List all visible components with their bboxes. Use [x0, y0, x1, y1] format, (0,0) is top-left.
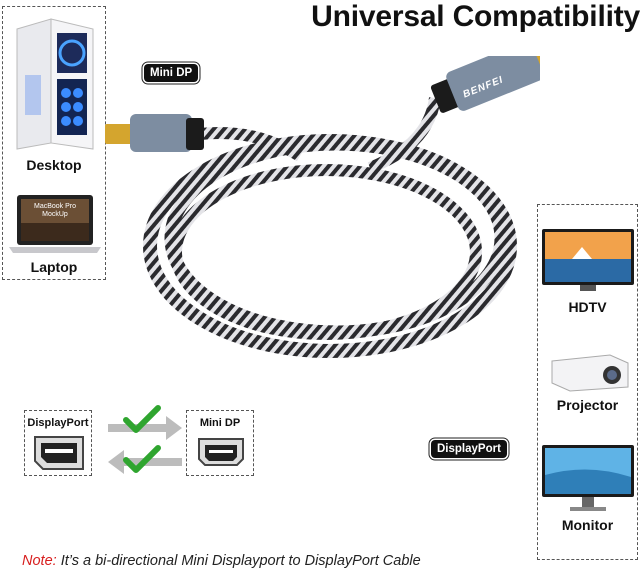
displayport-port-box: DisplayPort: [24, 410, 92, 476]
displayport-tag: DisplayPort: [431, 440, 507, 458]
device-label-monitor: Monitor: [561, 517, 614, 533]
note-body: It’s a bi-directional Mini Displayport t…: [56, 553, 421, 569]
port-label-displayport: DisplayPort: [27, 417, 89, 429]
projector-icon: [551, 354, 629, 392]
note-prefix: Note:: [22, 553, 57, 569]
device-label-hdtv: HDTV: [568, 299, 607, 315]
page-title: Universal Compatibility: [311, 0, 640, 33]
check-icon-bottom: [123, 445, 161, 473]
hdtv-icon: [542, 229, 634, 291]
cable-illustration: [105, 56, 540, 358]
note-text: Note: It’s a bi-directional Mini Display…: [22, 553, 421, 569]
laptop-screen-text: MacBook Pro MockUp: [33, 203, 77, 218]
mini-dp-port-icon: [198, 438, 244, 466]
check-icon-top: [123, 405, 161, 433]
displayport-port-icon: [34, 436, 84, 470]
monitor-icon: [542, 445, 634, 511]
port-label-mini-dp: Mini DP: [199, 417, 241, 429]
left-devices-panel: Desktop MacBook Pro MockUp Laptop: [2, 6, 106, 280]
right-devices-panel: HDTV Projector Monitor: [537, 204, 638, 560]
device-label-laptop: Laptop: [30, 259, 78, 275]
mini-dp-port-box: Mini DP: [186, 410, 254, 476]
device-label-desktop: Desktop: [26, 157, 82, 173]
desktop-icon: [16, 18, 94, 150]
laptop-icon: [9, 195, 101, 253]
mini-dp-tag: Mini DP: [144, 64, 199, 82]
device-label-projector: Projector: [556, 397, 619, 413]
